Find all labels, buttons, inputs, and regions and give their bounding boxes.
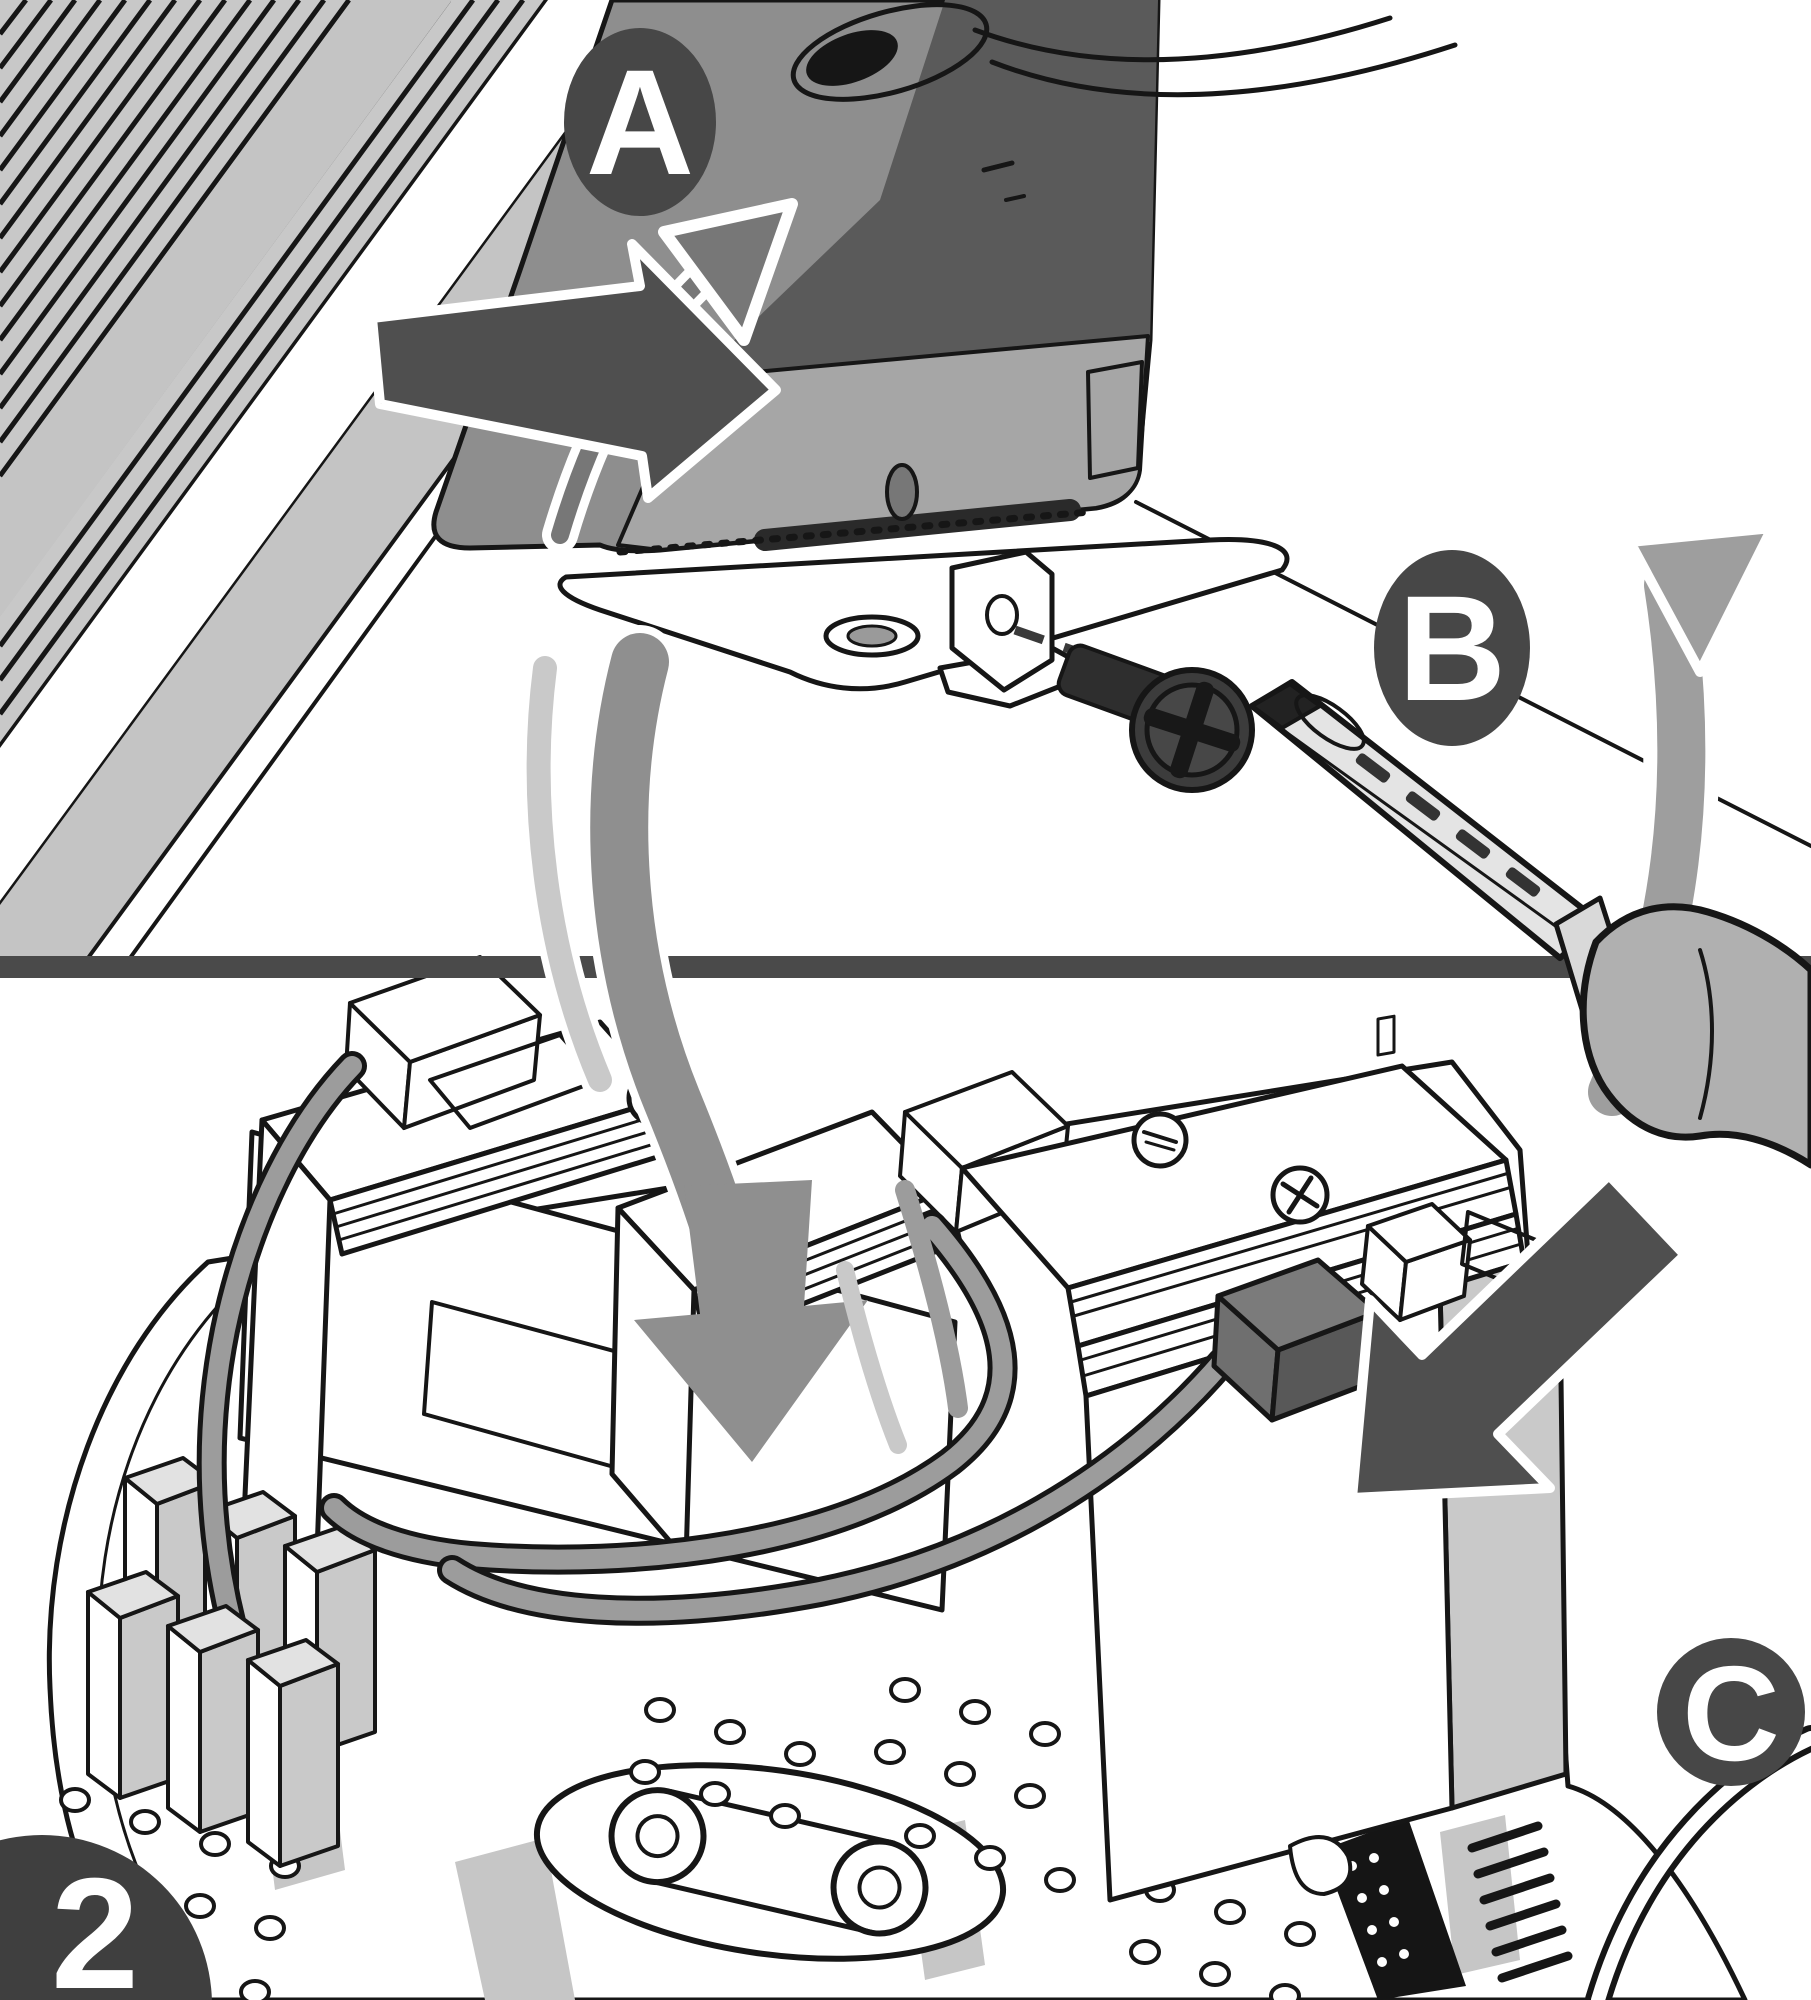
wire-right-icon bbox=[437, 1347, 1237, 1626]
motion-line bbox=[895, 1180, 968, 1418]
badge-a: A bbox=[564, 28, 716, 216]
badge-b: B bbox=[1374, 550, 1530, 746]
blade-marks bbox=[1355, 753, 1541, 897]
screwdriver-icon bbox=[1249, 679, 1811, 1169]
belt-tensioner-icon bbox=[533, 1762, 1007, 1962]
brand-logo-icon bbox=[790, 2, 1458, 102]
label-b: B bbox=[1398, 564, 1506, 732]
mounting-plate-icon bbox=[557, 537, 1290, 692]
vent-slot bbox=[754, 499, 1081, 551]
stack-lines bbox=[327, 1095, 683, 1257]
screwdriver-handle bbox=[1579, 903, 1811, 1169]
motion-line bbox=[836, 1261, 907, 1454]
connector-left-icon bbox=[344, 955, 602, 1130]
slat-plain-band bbox=[0, 0, 452, 617]
unit-dark-face bbox=[695, 0, 1158, 378]
bracket-hole bbox=[985, 594, 1019, 636]
logo-swoosh bbox=[989, 42, 1458, 98]
step-badge: 2 bbox=[0, 1835, 212, 2000]
connector-plug-icon bbox=[1211, 1257, 1381, 1423]
step-number: 2 bbox=[51, 1846, 139, 2000]
label-a: A bbox=[586, 38, 694, 206]
slide-right-arrow-icon bbox=[367, 239, 781, 503]
heatsink-fins-icon bbox=[1467, 1821, 1573, 1983]
divider-bar bbox=[0, 956, 1811, 978]
panel-install-batteries: C bbox=[44, 955, 1811, 2000]
battery-screw bbox=[1273, 1168, 1327, 1222]
logo-swoosh bbox=[972, 15, 1393, 63]
battery-screw bbox=[1134, 1114, 1186, 1166]
label-c: C bbox=[1682, 1638, 1780, 1789]
phillips-recess bbox=[1143, 681, 1241, 779]
unit-edge-hatch bbox=[616, 508, 1094, 556]
unit-side-recess bbox=[1086, 360, 1144, 480]
pull-tab bbox=[1288, 1835, 1353, 1896]
pin-header-icon bbox=[1322, 1818, 1466, 2000]
panel-remove-unit: A B bbox=[0, 0, 1811, 960]
wire-left-icon bbox=[196, 1051, 367, 1641]
socket-right-icon bbox=[1360, 1014, 1538, 1322]
connector-insert-arrow-icon bbox=[1347, 1170, 1690, 1503]
insert-down-arrow-icon bbox=[519, 625, 968, 1462]
badge-c: C bbox=[1657, 1638, 1805, 1789]
bracket-tab-icon bbox=[937, 549, 1099, 709]
wire-center-icon bbox=[319, 1211, 1018, 1575]
screw-icon bbox=[1056, 643, 1255, 793]
cable-slot-hole bbox=[885, 463, 919, 521]
